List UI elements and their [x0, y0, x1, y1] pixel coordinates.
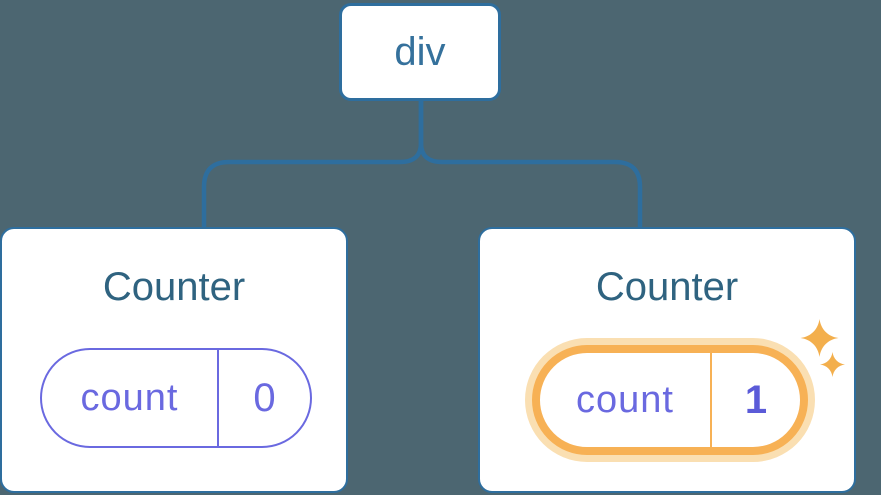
counter-card-left-title: Counter	[102, 265, 246, 309]
counter-card-right: Counter count 1	[478, 227, 856, 493]
pill-divider	[710, 353, 712, 447]
root-node-div: div	[339, 3, 501, 101]
counter-card-right-title: Counter	[595, 265, 739, 309]
state-pill-count-1-highlighted: count 1	[532, 345, 808, 455]
connector-left-branch	[201, 101, 424, 228]
state-value: 0	[253, 375, 276, 420]
counter-card-left: Counter count 0	[0, 227, 348, 493]
connector-right-branch	[418, 101, 643, 228]
state-key-label: count	[80, 376, 179, 419]
state-value: 1	[744, 377, 768, 422]
pill-divider	[217, 350, 219, 446]
state-key-label: count	[576, 378, 674, 421]
state-pill-count-0: count 0	[40, 348, 312, 448]
root-node-label: div	[394, 29, 446, 74]
